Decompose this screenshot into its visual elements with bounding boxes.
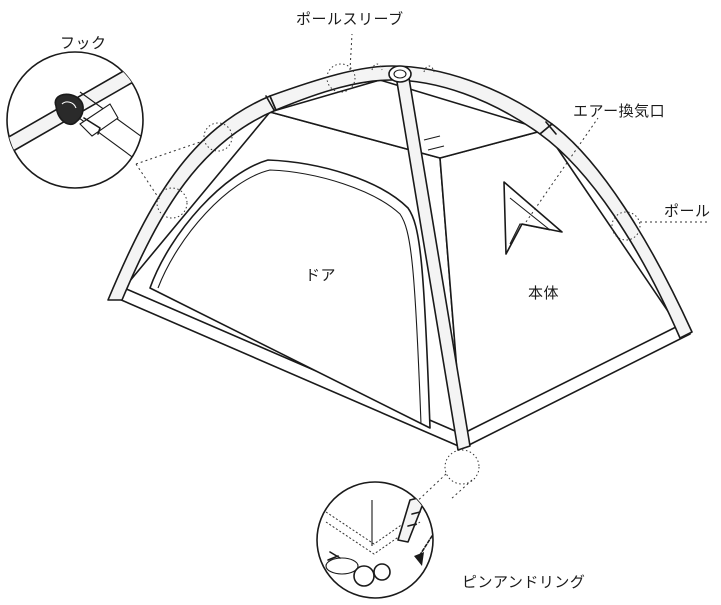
leader-air-vent: [525, 117, 599, 223]
pole-sleeve-joint: [423, 135, 445, 151]
callout-circle-pole: [611, 211, 641, 241]
label-pin-and-ring: ピンアンドリング: [462, 573, 586, 591]
callout-circle-hook-lower: [156, 187, 188, 219]
air-vent: [503, 181, 563, 255]
poles: [107, 65, 693, 451]
label-pole: ポール: [664, 202, 711, 220]
pin-ring-detail: [316, 481, 434, 599]
label-door: ドア: [305, 266, 337, 284]
pole-top-ring-inner: [393, 69, 407, 79]
pole-end-clip-right: [545, 121, 557, 135]
pole-end-clip-left: [265, 95, 275, 111]
label-pole-sleeve: ポールスリーブ: [296, 10, 404, 28]
pole-right: [539, 123, 693, 339]
callout-mark-top: [423, 65, 435, 73]
hook-detail: [6, 51, 144, 189]
callout-mark-top-2: [371, 63, 383, 71]
callout-circle-pole-sleeve: [326, 63, 356, 93]
label-air-vent: エアー換気口: [573, 102, 666, 120]
callout-circle-pin-ring: [444, 449, 480, 485]
pole-top-ring: [388, 65, 412, 83]
door: [149, 159, 431, 429]
leader-hook: [135, 139, 207, 201]
leader-pole-sleeve: [349, 33, 353, 71]
label-hook: フック: [60, 34, 107, 52]
label-body: 本体: [528, 284, 560, 302]
callout-circle-hook-upper: [203, 122, 233, 152]
